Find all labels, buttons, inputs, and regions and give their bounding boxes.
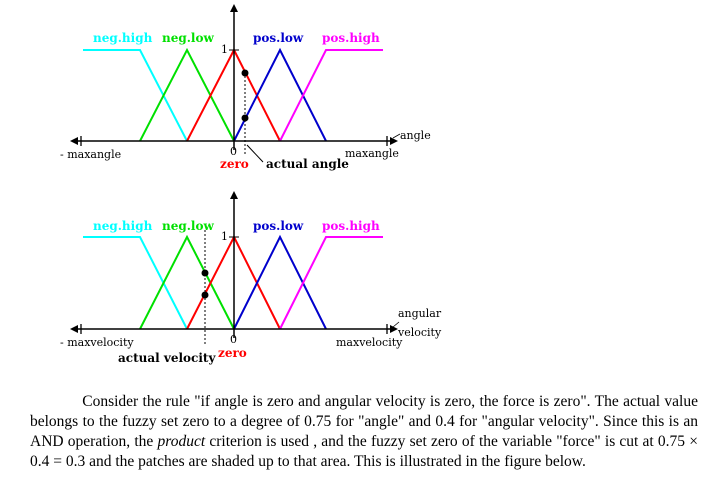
velocity-neglow-membership-point	[201, 269, 209, 277]
neg-low-set	[139, 234, 235, 330]
explanation-paragraph: Consider the rule "if angle is zero and …	[30, 392, 698, 472]
actual-angle-pointer	[246, 144, 264, 163]
angle-left-label: - maxangle	[60, 148, 121, 161]
neg-high-set	[83, 49, 188, 142]
angle-axis-name: angle	[400, 129, 431, 142]
velocity-right-label: maxvelocity	[336, 336, 403, 349]
velocity-zero-label: 0	[230, 333, 237, 346]
angle-axis-name-pointer	[392, 133, 401, 139]
neg-low-set	[139, 47, 235, 142]
velocity-diagram: neg.high neg.low pos.low pos.high 1 0 - …	[60, 191, 442, 365]
angle-x-arrow-left	[70, 137, 78, 145]
angle-y-arrow	[230, 4, 238, 12]
label-pos-low: pos.low	[253, 219, 304, 233]
pos-high-set	[279, 236, 383, 330]
pos-high-set	[279, 49, 383, 142]
angle-zero-label: 0	[230, 145, 237, 158]
velocity-x-arrow-right	[390, 325, 398, 333]
angle-one-label: 1	[221, 43, 228, 56]
angle-right-label: maxangle	[345, 147, 399, 160]
velocity-one-label: 1	[221, 230, 228, 243]
actual-angle-label: actual angle	[266, 157, 349, 171]
actual-velocity-label: actual velocity	[118, 351, 216, 365]
paragraph-text-part1: Consider the rule "if angle is zero and …	[30, 393, 698, 450]
angle-poslow-membership-point	[241, 114, 249, 122]
angle-x-arrow-right	[390, 137, 398, 145]
angle-diagram: neg.high neg.low pos.low pos.high 1 0 - …	[60, 4, 431, 171]
velocity-axis-name-pointer	[392, 321, 400, 328]
angle-zero-set-label: zero	[220, 157, 249, 171]
velocity-left-label: - maxvelocity	[60, 336, 134, 349]
pos-low-set	[233, 234, 327, 330]
angle-zero-membership-point	[241, 69, 249, 77]
label-neg-low: neg.low	[162, 31, 214, 45]
label-pos-high: pos.high	[322, 219, 380, 233]
velocity-x-arrow-left	[70, 325, 78, 333]
velocity-zero-set-label: zero	[218, 346, 247, 360]
velocity-zero-membership-point	[201, 291, 209, 299]
label-pos-low: pos.low	[253, 31, 304, 45]
label-neg-low: neg.low	[162, 219, 214, 233]
paragraph-emphasis: product	[157, 433, 206, 450]
label-neg-high: neg.high	[93, 219, 153, 233]
velocity-axis-name-line1: angular	[398, 307, 442, 320]
pos-low-set	[233, 47, 327, 142]
velocity-axis-name-line2: velocity	[397, 326, 442, 339]
neg-high-set	[83, 236, 188, 330]
label-neg-high: neg.high	[93, 31, 153, 45]
label-pos-high: pos.high	[322, 31, 380, 45]
paragraph-text-part2: criterion is used , and the fuzzy set ze…	[30, 433, 698, 470]
velocity-y-arrow	[230, 191, 238, 199]
